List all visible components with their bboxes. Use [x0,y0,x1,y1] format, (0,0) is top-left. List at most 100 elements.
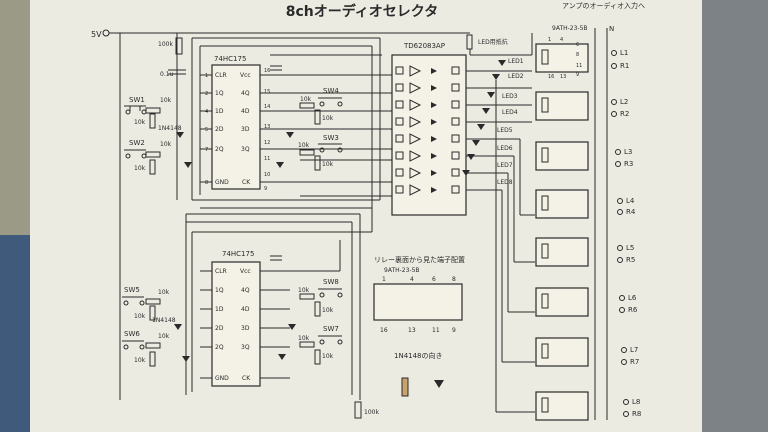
page-title: 8chオーディオセレクタ [286,3,438,20]
resistor-label: 10k [322,353,334,360]
outputs: L1 R1 L2 R2 L3 R3 L4 R4 L5 R5 L6 R6 L7 R… [620,49,641,418]
relay-pin: 4 [410,276,414,283]
ic-upper-pin: CK [242,179,251,186]
resistor-label: 10k [134,119,146,126]
ic-lower-pin: 2D [215,325,224,332]
switch-sw8: SW8 [318,278,343,298]
resistor-label: 10k [322,115,334,122]
output-label: R3 [624,160,633,168]
led-label: LED3 [502,93,518,100]
switch-sw4: SW4 [318,87,343,107]
ic-upper-pin: Vcc [240,72,251,79]
switch-label: SW4 [323,87,339,95]
pin-number: 11 [264,156,270,162]
driver-diodes [431,68,437,193]
output-label: R6 [628,306,638,314]
output-label: L6 [628,294,637,302]
relay-pin: 13 [408,327,416,334]
output-label: R2 [620,110,629,118]
ic-upper-pin: 1D [215,108,224,115]
pin-number: 1 [205,73,208,79]
led-label: LED2 [508,73,524,80]
output-label: L1 [620,49,628,57]
capacitor-label: 0.1u [160,71,174,78]
ic-upper-pin: 4Q [241,90,250,97]
ic-lower-left-pins: CLR 1Q 1D 2D 2Q GND [215,268,229,382]
relay-pin: 8 [576,52,579,58]
diode-physical [401,377,409,397]
relay-box [535,91,589,121]
ic-upper-pin: 3D [241,126,250,133]
relays [535,43,589,421]
switch-label: SW7 [323,325,339,333]
switch-label: SW1 [129,96,145,104]
ic-upper-body [211,64,261,190]
relay-box [535,337,589,367]
relay-pin: 1 [548,37,551,43]
resistor-100k-top: 100k [158,41,173,48]
relay-box [535,237,589,267]
ic-lower-name: 74HC175 [222,250,254,258]
switch-label: SW3 [323,134,339,142]
relay-box [535,43,589,73]
output-label: R5 [626,256,635,264]
switch-sw3: SW3 [318,134,343,153]
switch-label: SW2 [129,139,145,147]
blue-folder-edge [0,235,30,432]
ic-lower-pin: 3Q [241,344,250,351]
ic-lower-pin: CLR [215,268,227,275]
led-label: LED1 [508,58,524,65]
led-label: LED5 [497,127,513,134]
relay-note-line2: 9ATH-23-5B [384,267,420,274]
resistor-label: 10k [298,335,310,342]
relay-pin: 9 [452,327,456,334]
common-label: N [609,25,614,33]
resistor-label: 10k [134,357,146,364]
pin-number: 13 [264,124,270,130]
relay-box [535,141,589,171]
ic-upper-pin: CLR [215,72,227,79]
resistors-10k: 10k 10k 10k 10k 10k 10k 10k 10k 10k 10k … [134,96,334,364]
led-resistor-label: LED用抵抗 [478,38,508,46]
resistor-label: 10k [158,333,170,340]
relay-pin: 1 [382,276,386,283]
signal-bus [185,37,392,400]
resistor-100k-bottom: 100k [364,409,379,416]
relay-coils [541,49,549,413]
ic-pin-stubs [200,74,290,379]
pin-number: 9 [264,186,267,192]
ic-lower-pin: 2Q [215,344,224,351]
paper-sheet [30,0,702,432]
switch-label: SW6 [124,330,140,338]
relay-box [535,189,589,219]
ic-upper-pin: 4D [241,108,250,115]
ic-upper-name: 74HC175 [214,55,246,63]
output-label: L7 [630,346,638,354]
ic-lower-body [211,261,261,387]
pin-number: 8 [205,180,208,186]
output-label: L8 [632,398,640,406]
output-label: L2 [620,98,628,106]
switch-sw5: SW5 [122,286,145,306]
ic-upper-pin-numbers: 1 2 4 5 7 8 16 15 14 13 12 11 10 9 [205,68,270,192]
relay-pin: 4 [560,37,563,43]
ic-upper-pin: 3Q [241,146,250,153]
ic-lower-pin: GND [215,375,229,382]
relay-pinout-pins: 1 4 6 8 16 13 11 9 [380,276,456,334]
relay-note-line1: リレー裏面から見た端子配置 [374,255,465,264]
ic-upper-left-pins: CLR 1Q 1D 2D 2Q GND [215,72,229,186]
ic-lower-pin: 4Q [241,287,250,294]
diode-note: 1N4148の向き [394,351,443,360]
resistor-label: 10k [300,96,312,103]
pin-number: 2 [205,91,208,97]
diode-label: 1N4148 [158,125,182,132]
relay-pin: 9 [576,72,579,78]
resistor-label: 10k [160,141,172,148]
resistor-label: 10k [134,313,146,320]
relay-box [535,287,589,317]
output-label: L5 [626,244,634,252]
ic-upper-pin: 2Q [215,146,224,153]
relay-pin: 6 [576,42,579,48]
